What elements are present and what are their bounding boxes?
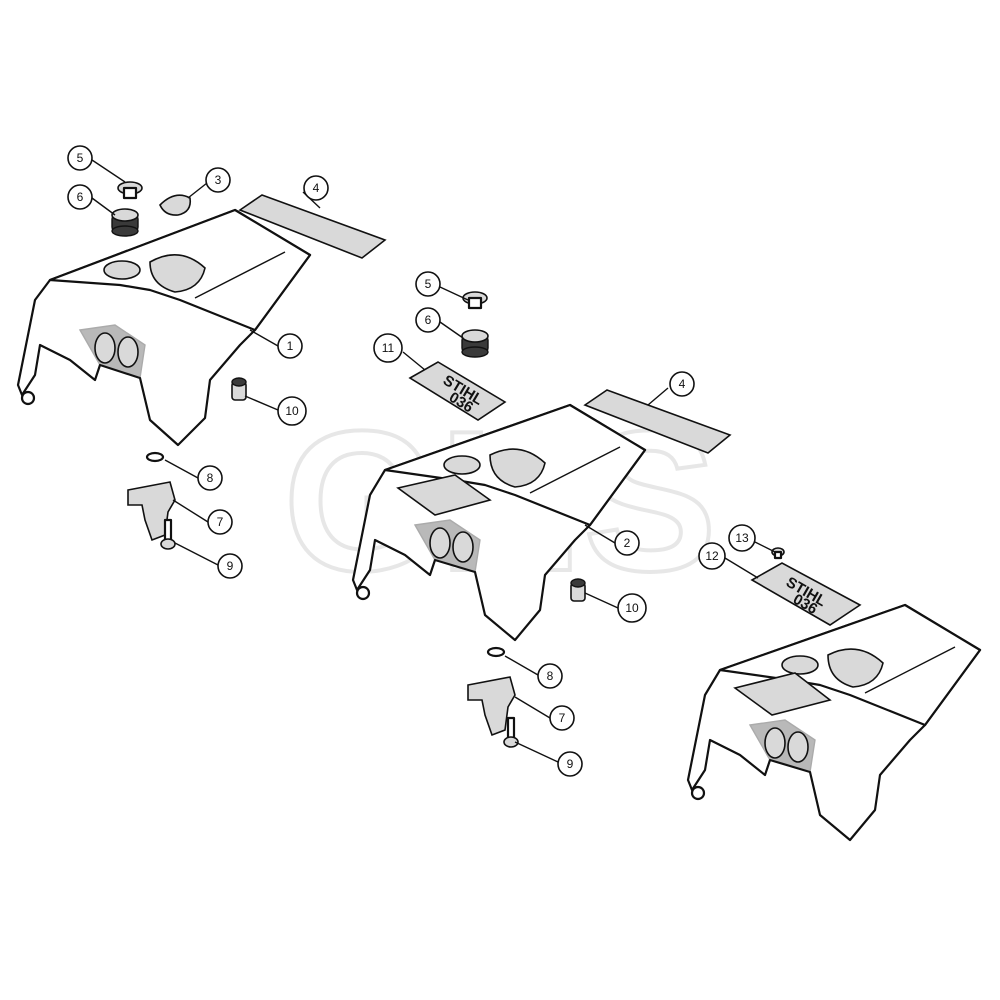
shroud-2-oil-hole bbox=[443, 455, 481, 475]
callout-10b: 10 bbox=[617, 593, 647, 623]
shroud-2-center-line bbox=[529, 446, 621, 494]
bracket-part-7a bbox=[127, 481, 176, 542]
cap-part-13 bbox=[771, 547, 785, 560]
shroud-3-foot bbox=[690, 785, 706, 801]
callout-6a: 6 bbox=[67, 184, 93, 210]
callout-8a-label: 8 bbox=[207, 471, 214, 485]
callout-4b: 4 bbox=[669, 371, 695, 397]
callout-9b: 9 bbox=[557, 751, 583, 777]
shroud-1-foot bbox=[20, 390, 36, 406]
callout-3: 3 bbox=[205, 167, 231, 193]
shroud-2-cylinder-2 bbox=[452, 531, 474, 563]
shroud-1-fuel-hole bbox=[149, 253, 206, 293]
bumper-part-10a bbox=[231, 377, 247, 401]
callout-9a-label: 9 bbox=[227, 559, 234, 573]
callout-5b-label: 5 bbox=[425, 277, 432, 291]
screw-part-9b bbox=[503, 716, 519, 748]
callout-6a-label: 6 bbox=[77, 190, 84, 204]
shroud-3-cylinder-2 bbox=[787, 731, 809, 763]
plug-part-5b bbox=[462, 291, 488, 310]
callout-7a-label: 7 bbox=[217, 515, 224, 529]
shroud-1-center-line bbox=[194, 251, 286, 299]
callout-7a: 7 bbox=[207, 509, 233, 535]
callout-11-label: 11 bbox=[382, 341, 395, 355]
callout-13: 13 bbox=[728, 524, 756, 552]
callout-2: 2 bbox=[614, 530, 640, 556]
label-strip-part-4b bbox=[583, 389, 732, 454]
callout-5a-label: 5 bbox=[77, 151, 84, 165]
shroud-2-foot bbox=[355, 585, 371, 601]
callout-8b: 8 bbox=[537, 663, 563, 689]
label-strip-part-4a bbox=[238, 194, 387, 259]
shroud-3-center-line bbox=[864, 646, 956, 694]
callout-11: 11 bbox=[373, 333, 403, 363]
shroud-1-cylinder bbox=[94, 332, 116, 364]
screw-part-9a bbox=[160, 518, 176, 550]
callout-10a-label: 10 bbox=[285, 404, 299, 418]
callout-2-label: 2 bbox=[624, 536, 631, 550]
callout-6b-label: 6 bbox=[425, 313, 432, 327]
plug-part-5a bbox=[117, 181, 143, 200]
oring-part-8b bbox=[486, 646, 506, 658]
callout-8a: 8 bbox=[197, 465, 223, 491]
cap-part-3 bbox=[159, 194, 192, 216]
callout-9b-label: 9 bbox=[567, 757, 574, 771]
bracket-part-7b bbox=[467, 676, 516, 737]
callout-8b-label: 8 bbox=[547, 669, 554, 683]
shroud-3-fuel-hole bbox=[827, 648, 884, 688]
shroud-2-decal-recess bbox=[396, 474, 492, 516]
callout-4a: 4 bbox=[303, 175, 329, 201]
shroud-1-oil-hole bbox=[103, 260, 141, 280]
decal-part-12: STIHL 036 bbox=[750, 562, 862, 626]
callout-5b: 5 bbox=[415, 271, 441, 297]
callout-7b: 7 bbox=[549, 705, 575, 731]
callout-4b-label: 4 bbox=[679, 377, 686, 391]
callout-13-label: 13 bbox=[735, 531, 749, 545]
callout-9a: 9 bbox=[217, 553, 243, 579]
callout-12-label: 12 bbox=[705, 549, 719, 563]
callout-10a: 10 bbox=[277, 396, 307, 426]
shroud-2-fuel-hole bbox=[489, 448, 546, 488]
callout-1-label: 1 bbox=[287, 339, 294, 353]
grommet-part-6b bbox=[461, 329, 489, 358]
shroud-3-cylinder bbox=[764, 727, 786, 759]
callout-10b-label: 10 bbox=[625, 601, 639, 615]
grommet-part-6a bbox=[111, 208, 139, 237]
callout-6b: 6 bbox=[415, 307, 441, 333]
callout-12: 12 bbox=[698, 542, 726, 570]
shroud-assembly-1 bbox=[16, 181, 387, 550]
callout-4a-label: 4 bbox=[313, 181, 320, 195]
callout-1: 1 bbox=[277, 333, 303, 359]
shroud-2-cylinder bbox=[429, 527, 451, 559]
shroud-1-cylinder-2 bbox=[117, 336, 139, 368]
oring-part-8a bbox=[145, 451, 165, 463]
callout-3-label: 3 bbox=[215, 173, 222, 187]
callout-5a: 5 bbox=[67, 145, 93, 171]
shroud-assembly-3: STIHL 036 bbox=[686, 547, 982, 842]
bumper-part-10b bbox=[570, 578, 586, 602]
callout-7b-label: 7 bbox=[559, 711, 566, 725]
shroud-3-oil-hole bbox=[781, 655, 819, 675]
shroud-3-decal-recess bbox=[733, 672, 832, 716]
